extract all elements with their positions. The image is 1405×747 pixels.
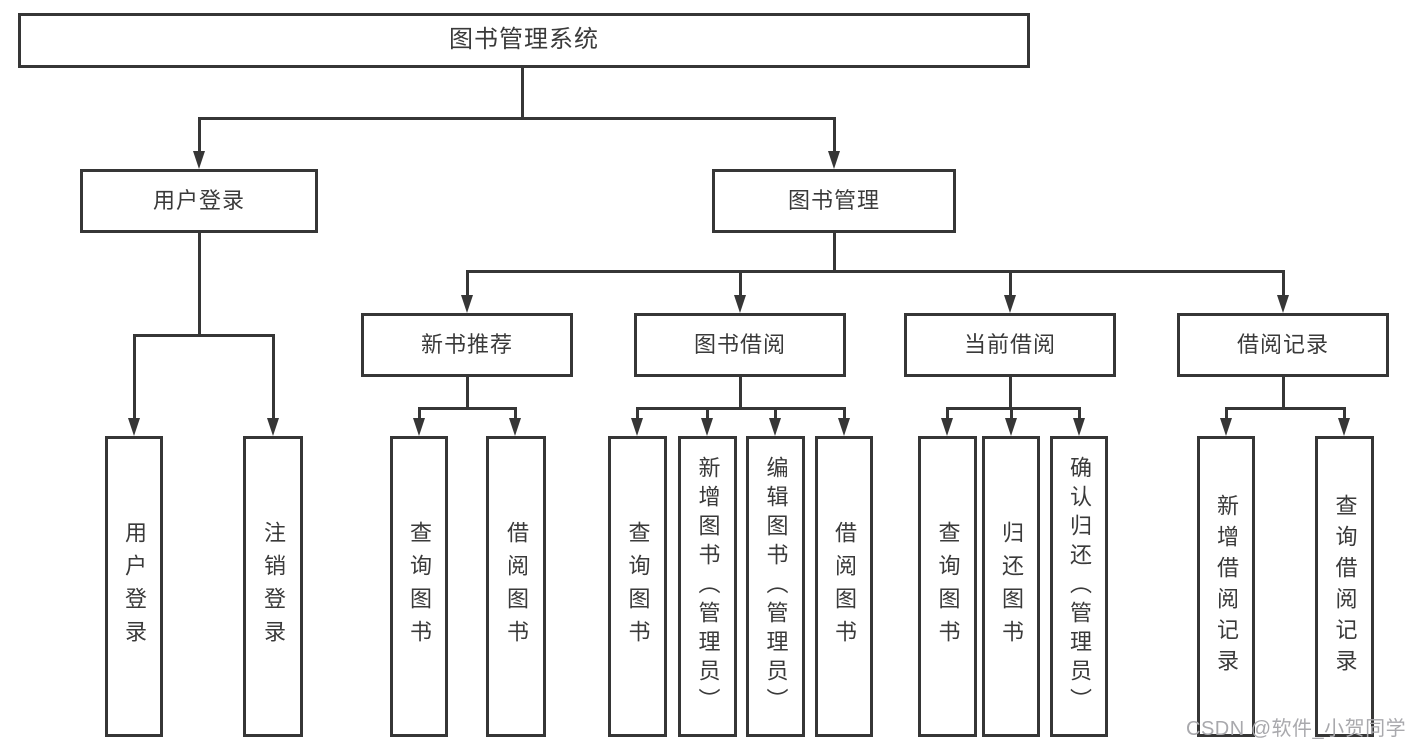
arrow-down-icon: [192, 151, 205, 169]
arrow-down-icon: [1219, 418, 1232, 436]
leaf-label: 编辑图书（管理员）: [763, 456, 789, 717]
node-label: 图书管理系统: [449, 26, 599, 54]
leaf-label: 确认归还（管理员）: [1067, 456, 1092, 717]
connector-line: [197, 117, 836, 120]
connector-line: [465, 270, 469, 297]
leaf-query-books-borrowing: 查询图书: [608, 436, 667, 737]
connector-line: [945, 407, 949, 419]
connector-line: [1008, 377, 1012, 409]
node-book-management: 图书管理: [712, 169, 956, 233]
node-label: 用户登录: [152, 187, 245, 213]
leaf-label: 查询图书: [625, 520, 651, 653]
csdn-watermark: CSDN @软件_小贺同学: [1186, 718, 1405, 740]
leaf-label: 借阅图书: [504, 520, 529, 653]
arrow-down-icon: [630, 418, 643, 436]
leaf-add-books-admin: 新增图书（管理员）: [678, 436, 737, 737]
arrow-down-icon: [768, 418, 781, 436]
connector-line: [832, 233, 836, 272]
leaf-label: 查询图书: [935, 520, 961, 653]
connector-line: [1224, 407, 1346, 410]
leaf-return-books: 归还图书: [982, 436, 1040, 737]
connector-line: [1281, 270, 1285, 297]
arrow-down-icon: [1004, 418, 1017, 436]
arrow-down-icon: [940, 418, 953, 436]
connector-line: [520, 66, 524, 119]
connector-line: [417, 407, 421, 419]
arrow-down-icon: [733, 295, 746, 313]
arrow-down-icon: [460, 295, 473, 313]
arrow-down-icon: [1003, 295, 1016, 313]
connector-line: [417, 407, 517, 410]
connector-line: [1224, 407, 1228, 419]
arrow-down-icon: [827, 151, 840, 169]
leaf-label: 用户登录: [122, 520, 147, 653]
arrow-down-icon: [837, 418, 850, 436]
node-current-borrowing: 当前借阅: [904, 313, 1116, 377]
connector-line: [832, 117, 836, 154]
connector-line: [635, 407, 639, 419]
connector-line: [513, 407, 517, 419]
connector-line: [465, 377, 469, 409]
leaf-logout: 注销登录: [243, 436, 303, 737]
leaf-user-login: 用户登录: [105, 436, 163, 737]
connector-line: [945, 407, 1081, 410]
leaf-label: 查询借阅记录: [1332, 493, 1358, 680]
leaf-query-books-recommend: 查询图书: [390, 436, 448, 737]
connector-line: [1281, 377, 1285, 409]
leaf-borrow-books-borrowing: 借阅图书: [815, 436, 873, 737]
node-borrowing-records: 借阅记录: [1177, 313, 1389, 377]
arrow-down-icon: [1276, 295, 1289, 313]
leaf-edit-books-admin: 编辑图书（管理员）: [746, 436, 805, 737]
connector-line: [197, 233, 201, 336]
leaf-query-books-current: 查询图书: [918, 436, 977, 737]
arrow-down-icon: [700, 418, 713, 436]
connector-line: [132, 334, 275, 337]
arrow-down-icon: [412, 418, 425, 436]
node-library-system: 图书管理系统: [18, 13, 1030, 68]
connector-line: [1008, 270, 1012, 297]
connector-line: [705, 407, 709, 419]
arrow-down-icon: [508, 418, 521, 436]
leaf-confirm-return-admin: 确认归还（管理员）: [1050, 436, 1108, 737]
leaf-label: 查询图书: [407, 520, 432, 653]
node-label: 图书管理: [787, 187, 880, 213]
connector-line: [773, 407, 777, 419]
node-label: 当前借阅: [963, 331, 1056, 357]
connector-line: [271, 334, 275, 419]
leaf-label: 借阅图书: [832, 520, 857, 653]
connector-line: [1009, 407, 1013, 419]
node-label: 借阅记录: [1236, 331, 1329, 357]
leaf-label: 新增图书（管理员）: [695, 456, 721, 717]
leaf-add-borrow-record: 新增借阅记录: [1197, 436, 1255, 737]
connector-line: [1342, 407, 1346, 419]
connector-line: [1077, 407, 1081, 419]
connector-line: [738, 377, 742, 409]
node-new-book-recommendation: 新书推荐: [361, 313, 573, 377]
connector-line: [842, 407, 846, 419]
arrow-down-icon: [1337, 418, 1350, 436]
node-label: 图书借阅: [693, 331, 786, 357]
connector-line: [197, 117, 201, 154]
connector-line: [738, 270, 742, 297]
connector-line: [465, 270, 1285, 273]
connector-line: [132, 334, 136, 419]
arrow-down-icon: [1072, 418, 1085, 436]
node-label: 新书推荐: [420, 331, 513, 357]
arrow-down-icon: [127, 418, 140, 436]
connector-line: [635, 407, 846, 410]
arrow-down-icon: [266, 418, 279, 436]
leaf-label: 新增借阅记录: [1214, 493, 1239, 680]
leaf-label: 注销登录: [261, 520, 286, 653]
leaf-borrow-books-recommend: 借阅图书: [486, 436, 546, 737]
node-book-borrowing: 图书借阅: [634, 313, 846, 377]
leaf-label: 归还图书: [999, 520, 1024, 653]
node-user-login: 用户登录: [80, 169, 318, 233]
leaf-query-borrow-record: 查询借阅记录: [1315, 436, 1374, 737]
